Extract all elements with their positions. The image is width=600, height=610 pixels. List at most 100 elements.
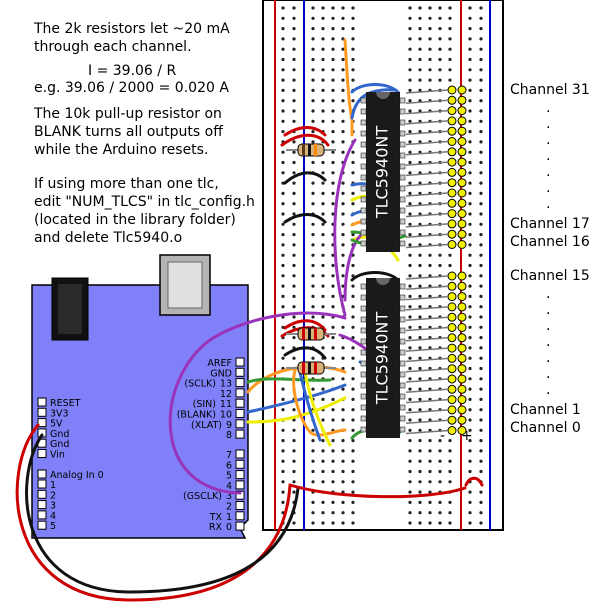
wire-red-right-rail [464,476,484,487]
hole [292,274,296,278]
chip-top-notch [376,92,390,99]
note-example: e.g. 39.06 / 2000 = 0.020 A [34,80,229,96]
hole [351,336,355,340]
hole [448,27,452,31]
hole [448,459,452,463]
hole [311,428,315,432]
arduino-pin [235,490,245,500]
hole [351,6,355,10]
hole [468,47,472,51]
hole [341,202,345,206]
hole [408,439,412,443]
hole [479,521,483,525]
hole [479,325,483,329]
wire-red-jumper-1 [283,126,327,137]
led-wire [405,306,449,311]
hole [281,408,285,412]
hole [351,99,355,103]
led [457,415,467,425]
hole [479,78,483,82]
hole [438,263,442,268]
chip-pin [360,119,367,126]
hole [292,459,296,463]
hole [351,191,355,195]
hole [341,6,345,10]
hole [408,37,412,41]
hole [292,202,296,206]
chip-top-pins [360,97,406,247]
hole [292,315,296,319]
hole [408,47,412,51]
hole [292,521,296,525]
arduino-pin-label: 3V3 [50,408,69,419]
note-pullup-2: BLANK turns all outputs off [34,124,223,140]
hole [281,428,285,432]
hole [351,57,355,62]
led [457,384,467,394]
arduino-pin-label: 5 [50,521,56,532]
chip-pin [399,229,406,236]
hole [448,439,452,443]
hole [428,78,432,82]
hole [281,171,285,175]
led-wire [405,347,449,352]
arduino-pin [235,511,245,521]
led-wire [405,285,449,291]
arduino-pin-label: (SCLK) [184,379,216,390]
led-ground-wires [405,89,449,435]
resistor-10k [286,143,336,157]
led [457,395,467,405]
hole [351,233,355,237]
hole [311,140,315,144]
chip-pin [360,338,367,345]
hole [331,397,335,401]
hole [321,284,325,288]
hole [321,119,325,123]
arduino-pin [37,520,47,530]
label-channel-15: Channel 15 [510,268,590,284]
chip-pin [399,382,406,389]
hole [448,521,452,525]
hole [341,284,345,288]
led [457,312,467,322]
breadboard-holes [281,6,483,525]
led-wire [405,161,449,166]
led [457,219,467,229]
hole [351,439,355,443]
hole [351,27,355,31]
note-resistor-current: The 2k resistors let ~20 mA [34,21,230,37]
led [447,281,457,291]
arduino-pin [37,418,47,428]
hole [321,6,325,10]
hole [351,387,355,391]
hole [281,109,285,113]
arduino-pin [235,367,245,377]
hole [321,233,325,237]
hole [321,387,325,391]
hole [292,490,296,494]
chip-bottom-pins [360,283,406,433]
hole [418,377,422,381]
arduino-pin [235,501,245,510]
hole [468,99,472,103]
chip-pin [360,108,367,115]
hole [331,16,335,20]
hole [468,315,472,319]
hole [292,140,296,144]
hole [292,119,296,123]
dot: . [546,382,551,398]
chip-pin [360,426,367,433]
hole [351,315,355,319]
hole [408,500,412,504]
led [447,95,457,105]
hole [448,6,452,10]
hole [311,511,315,515]
arduino-pin [37,397,47,407]
dot: . [546,100,551,116]
chip-pin [399,207,406,214]
hole [311,78,315,82]
hole [351,366,355,371]
hole [408,78,412,82]
chip-pin [360,207,367,214]
